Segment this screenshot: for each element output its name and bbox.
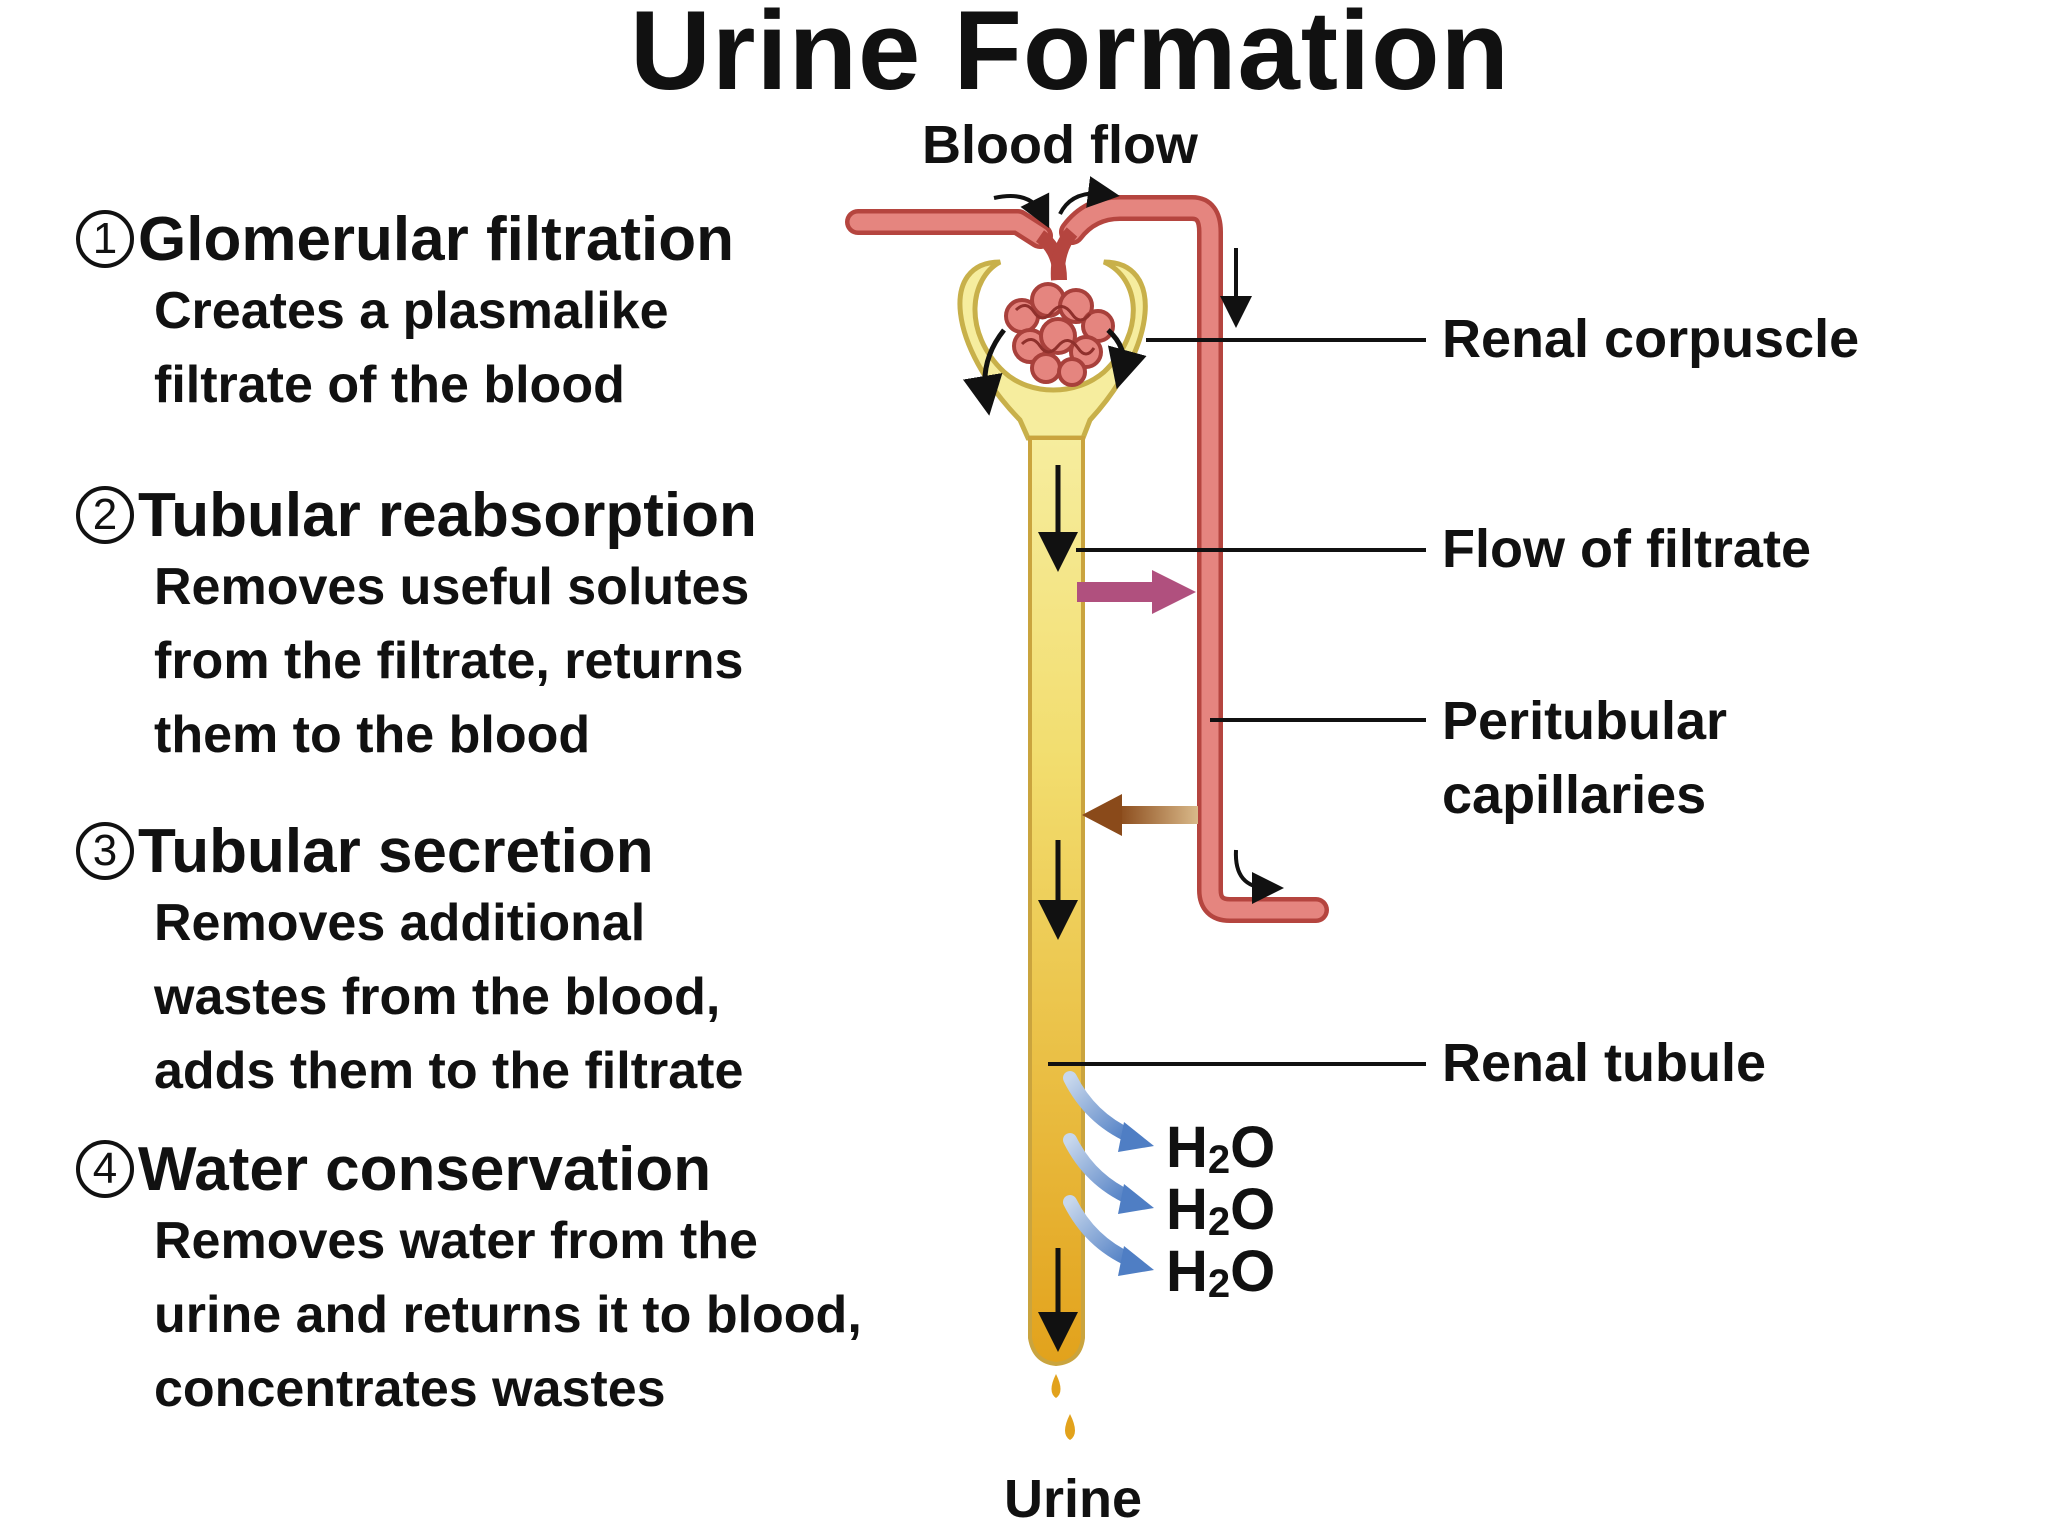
blood-flow-arrow-out [1058,176,1120,215]
water-3-tail: O [1230,1239,1276,1304]
secretion-arrow [1082,794,1198,836]
step-3-line-2: wastes from the blood, [154,968,721,1026]
water-1-base: H [1166,1115,1208,1180]
water-label-3: H2O [1166,1242,1275,1314]
step-2-title: Tubular reabsorption [138,480,757,550]
water-3-sub: 2 [1207,1262,1231,1306]
step-4-number: 4 [76,1140,134,1198]
leader-lines [1048,338,1426,1066]
step-4-line-2: urine and returns it to blood, [154,1286,862,1344]
blood-flow-arrow-in [993,192,1050,229]
step-2: 2 Tubular reabsorption Removes useful so… [76,480,757,772]
reabsorption-arrow [1077,570,1196,614]
step-2-number: 2 [76,486,134,544]
peritubular-capillaries-label-1: Peritubular [1442,691,1728,751]
step-3: 3 Tubular secretion Removes additional w… [76,816,743,1108]
peritubular-capillaries-label-2: capillaries [1442,765,1707,825]
capsule-flow-arrow-left [962,328,1006,416]
renal-corpuscle-label: Renal corpuscle [1442,309,1860,369]
step-4-line-3: concentrates wastes [154,1360,666,1418]
diagram-title: Urine Formation [630,0,1510,113]
water-1-tail: O [1230,1115,1276,1180]
step-3-title: Tubular secretion [138,816,654,886]
step-3-line-3: adds them to the filtrate [154,1042,744,1100]
urine-drops [1051,1374,1075,1440]
blood-flow-label: Blood flow [922,115,1198,175]
capsule-flow-arrow-right [1106,328,1147,390]
step-3-number: 3 [76,822,134,880]
urine-label: Urine [1004,1469,1143,1529]
step-2-line-3: them to the blood [154,706,591,764]
step-1-line-2: filtrate of the blood [154,356,625,414]
capillary-exit-arrow [1233,849,1284,904]
water-2-base: H [1166,1177,1208,1242]
water-2-sub: 2 [1207,1200,1231,1244]
step-2-line-2: from the filtrate, returns [154,632,744,690]
renal-tubule-label: Renal tubule [1442,1033,1767,1093]
water-label-2: H2O [1166,1180,1275,1252]
step-1: 1 Glomerular filtration Creates a plasma… [76,204,734,422]
step-1-title: Glomerular filtration [138,204,734,274]
step-3-line-1: Removes additional [154,894,646,952]
step-4-title: Water conservation [138,1134,712,1204]
peritubular-capillary [845,195,1329,923]
step-2-line-1: Removes useful solutes [154,558,750,616]
glomerulus [1004,227,1115,387]
water-label-1: H2O [1166,1118,1275,1190]
water-3-base: H [1166,1239,1208,1304]
water-1-sub: 2 [1207,1138,1231,1182]
water-2-tail: O [1230,1177,1276,1242]
step-4-line-1: Removes water from the [154,1212,758,1270]
flow-of-filtrate-label: Flow of filtrate [1442,519,1811,579]
water-arrow-heads [1118,1122,1154,1276]
step-4: 4 Water conservation Removes water from … [76,1134,862,1426]
step-1-number: 1 [76,210,134,268]
step-1-line-1: Creates a plasmalike [154,282,669,340]
